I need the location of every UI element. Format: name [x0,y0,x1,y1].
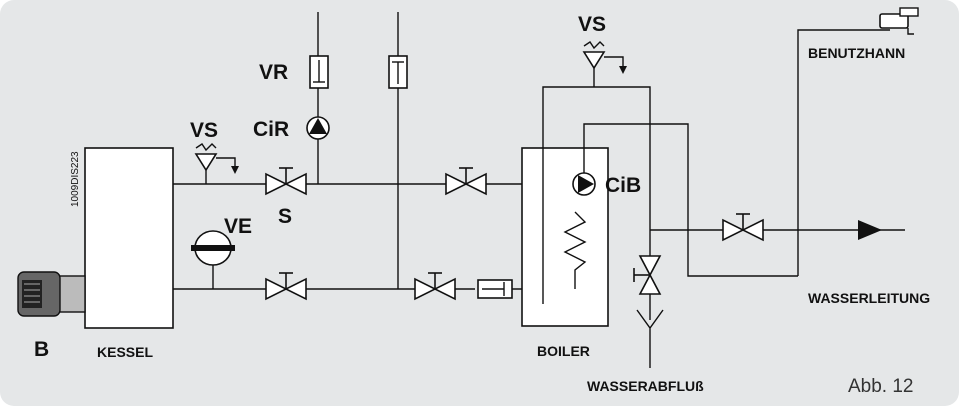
valve-drain-icon [633,255,662,295]
label-wasserleitung: WASSERLEITUNG [808,290,930,306]
label-vs-top: VS [578,13,606,36]
valve-cold-water-icon [722,213,764,242]
label-s: S [278,205,292,228]
valve-return-boiler-icon [414,272,456,301]
label-wasserabfluss: WASSERABFLUß [587,378,704,394]
label-kessel: KESSEL [97,344,153,360]
recirculation-pipe [583,123,798,277]
label-b: B [34,338,49,361]
cold-water-arrow-icon [858,220,882,240]
riser-check-valve-icon [388,55,408,89]
tap-icon [879,7,919,35]
label-benutzhann: BENUTZHANN [808,45,905,61]
label-ve: VE [224,215,252,238]
label-cib: CiB [605,174,641,197]
check-valve-icon [477,279,513,299]
valve-s-icon [265,167,307,196]
pump-cib-icon [572,172,596,196]
expansion-tank-icon [191,230,235,266]
label-cir: CiR [253,118,289,141]
figure-caption: Abb. 12 [848,376,914,397]
label-code: 1009DIS223 [70,151,81,207]
label-vs-left: VS [190,119,218,142]
safety-valve-left-icon [194,143,239,174]
label-boiler: BOILER [537,343,590,359]
safety-valve-top-icon [582,41,627,74]
tap-riser [797,29,890,276]
vr-check-valve-icon [309,55,329,89]
valve-return-icon [265,272,307,301]
boiler-body [521,147,609,327]
drain-funnel [636,309,664,368]
boiler-coil [563,211,587,289]
burner-icon [17,271,86,317]
kessel-body [84,147,174,329]
label-vr: VR [259,61,288,84]
valve-supply-icon [445,167,487,196]
pump-cir-icon [306,116,330,140]
